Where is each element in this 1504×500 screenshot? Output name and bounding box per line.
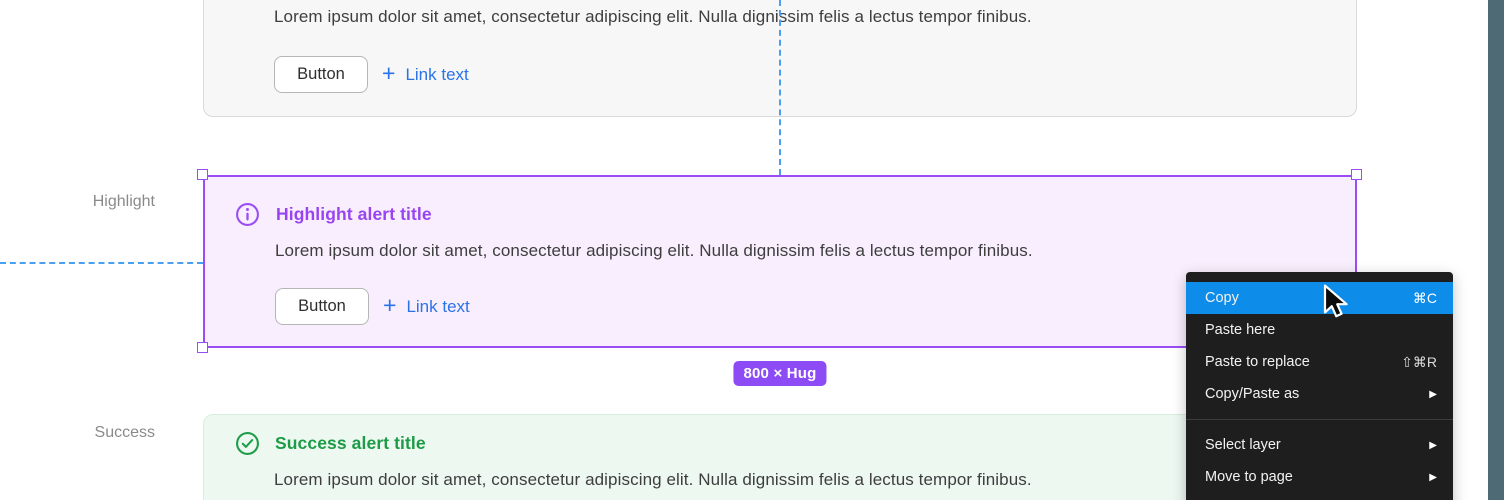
alert-link[interactable]: + Link text [382,56,469,93]
alert-body-text: Lorem ipsum dolor sit amet, consectetur … [274,7,1032,26]
alert-card-success[interactable]: Success alert title Lorem ipsum dolor si… [203,414,1357,500]
submenu-arrow-icon: ▶ [1429,439,1437,451]
shortcut-label: ⌘C [1412,289,1437,306]
variant-label-highlight: Highlight [92,193,155,210]
alert-card-highlight[interactable]: Highlight alert title Lorem ipsum dolor … [203,175,1357,348]
submenu-arrow-icon: ▶ [1429,471,1437,483]
vertical-guide-line [779,0,781,175]
alert-title: Success alert title [275,433,426,453]
context-menu: Copy ⌘C Paste here Paste to replace ⇧⌘R … [1186,272,1453,500]
menu-item-paste-to-replace[interactable]: Paste to replace ⇧⌘R [1205,353,1437,371]
alert-link[interactable]: + Link text [383,288,470,325]
shortcut-label: ⇧⌘R [1401,353,1437,370]
alert-body-text: Lorem ipsum dolor sit amet, consectetur … [274,470,1032,489]
variant-label-success: Success [94,424,155,441]
menu-item-move-to-page[interactable]: Move to page ▶ [1205,469,1437,485]
menu-item-paste-here[interactable]: Paste here [1205,322,1276,338]
size-badge: 800 × Hug [733,361,827,386]
mouse-cursor-icon [1323,284,1348,318]
menu-item-select-layer[interactable]: Select layer ▶ [1205,437,1437,453]
selection-handle-top-right[interactable] [1351,169,1362,180]
selection-handle-bottom-left[interactable] [197,342,208,353]
menu-separator [1186,419,1453,420]
right-panel-edge [1488,0,1504,500]
selection-handle-top-left[interactable] [197,169,208,180]
link-label: Link text [406,296,470,316]
menu-item-copy[interactable]: Copy ⌘C [1186,282,1453,314]
link-label: Link text [405,64,469,84]
info-icon [236,203,259,226]
menu-item-copy-paste-as[interactable]: Copy/Paste as ▶ [1205,386,1437,402]
plus-icon: + [382,60,396,86]
alert-title: Highlight alert title [276,204,432,224]
check-circle-icon [236,432,259,455]
horizontal-guide-line [0,262,203,264]
submenu-arrow-icon: ▶ [1429,388,1437,400]
plus-icon: + [383,292,397,318]
alert-button[interactable]: Button [274,56,368,93]
alert-body-text: Lorem ipsum dolor sit amet, consectetur … [275,241,1033,260]
alert-button[interactable]: Button [275,288,369,325]
